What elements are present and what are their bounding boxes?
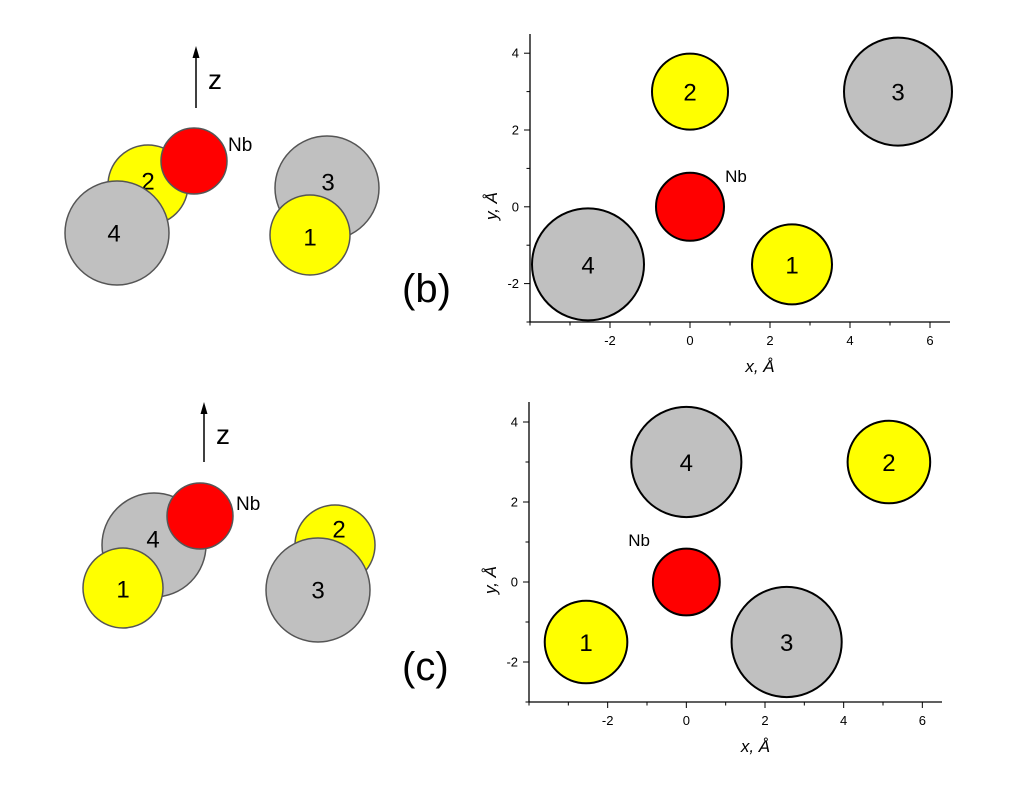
z-axis-label: z [216,419,230,450]
xy-plot-b: -2 0 2 4 6 -2 0 2 4 x, Å y, Å 2 3 4 1 Nb [482,34,953,376]
y-tick-label: 2 [512,123,519,138]
atom-1-point [751,223,833,306]
y-tick-label: -2 [506,655,518,670]
atom-3-label: 3 [891,80,904,107]
atom-3-label: 3 [311,577,324,604]
panel-c-3d-view: z 4 1 Nb 2 3 (c) [82,402,449,689]
x-tick-label: 4 [840,713,847,728]
nb-atom-point [655,171,725,242]
x-tick-label: 6 [919,713,926,728]
panel-b-3d-view: z 2 4 Nb 3 1 (b) [64,46,451,311]
x-tick-label: 0 [686,333,693,348]
x-tick-label: -2 [604,333,616,348]
atom-1-point [543,599,629,685]
atom-2-label: 2 [882,450,895,477]
z-axis-label: z [208,64,222,95]
nb-annotation: Nb [725,167,747,186]
atom-3-sphere [265,537,371,643]
y-tick-label: 2 [511,495,518,510]
y-tick-label: 4 [511,415,518,430]
x-tick-label: 0 [683,713,690,728]
x-tick-label: 4 [846,333,853,348]
y-axis-title: y, Å [482,192,501,221]
y-tick-label: 0 [512,199,519,214]
atom-1-label: 1 [785,252,798,279]
atom-nb-label: Nb [236,494,260,515]
atom-3-point [730,585,843,699]
z-axis-arrowhead [200,402,208,414]
atom-4-label: 4 [146,526,159,553]
x-tick-label: 2 [761,713,768,728]
atom-2-label: 2 [332,516,345,543]
atom-nb-sphere [166,482,234,550]
atom-4-label: 4 [107,220,120,247]
panel-label: (c) [402,645,449,689]
atom-2-label: 2 [683,80,696,107]
atom-1-sphere [269,194,351,276]
atom-1-label: 1 [116,576,129,603]
nb-atom-point [651,547,721,617]
atom-3-label: 3 [780,630,793,657]
atom-2-point [846,419,932,505]
x-tick-label: 2 [766,333,773,348]
atom-3-label: 3 [321,169,334,196]
panel-label: (b) [402,267,451,311]
y-axis-title: y, Å [481,566,500,595]
atom-1-label: 1 [303,224,316,251]
nb-annotation: Nb [628,531,650,550]
z-axis-arrowhead [192,46,200,58]
xy-plot-c: -2 0 2 4 6 -2 0 2 4 x, Å y, Å 4 2 1 3 Nb [481,402,942,756]
atom-2-point [651,52,729,131]
atom-1-sphere [82,547,164,629]
atom-nb-sphere [160,127,228,195]
x-tick-label: -2 [602,713,614,728]
atom-4-label: 4 [581,252,594,279]
atom-4-point [630,405,743,519]
atom-4-label: 4 [680,450,693,477]
y-tick-label: 4 [512,46,519,61]
atom-3-point [843,36,953,147]
x-axis-title: x, Å [740,737,770,756]
atom-4-point [531,207,645,322]
atom-nb-label: Nb [228,135,252,156]
y-tick-label: 0 [511,575,518,590]
x-axis-title: x, Å [744,357,774,376]
atom-4-sphere [64,180,170,286]
x-tick-label: 6 [926,333,933,348]
y-tick-label: -2 [507,276,519,291]
atom-1-label: 1 [579,630,592,657]
